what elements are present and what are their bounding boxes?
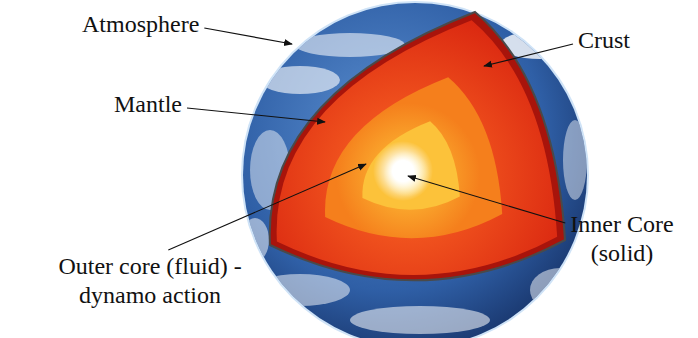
part-label: Atmosphere xyxy=(82,10,199,39)
leader-line xyxy=(408,176,565,223)
leader-line xyxy=(168,164,366,250)
cutaway xyxy=(270,12,565,280)
leader-line xyxy=(484,44,573,66)
part-label: Inner Core (solid) xyxy=(552,210,692,268)
atmosphere-halo xyxy=(241,1,589,338)
part-label: Outer core (fluid) - dynamo action xyxy=(20,252,280,310)
leader-line xyxy=(204,28,292,44)
leader-line xyxy=(187,108,325,122)
part-label: Crust xyxy=(578,26,630,55)
part-label: Mantle xyxy=(114,90,182,119)
